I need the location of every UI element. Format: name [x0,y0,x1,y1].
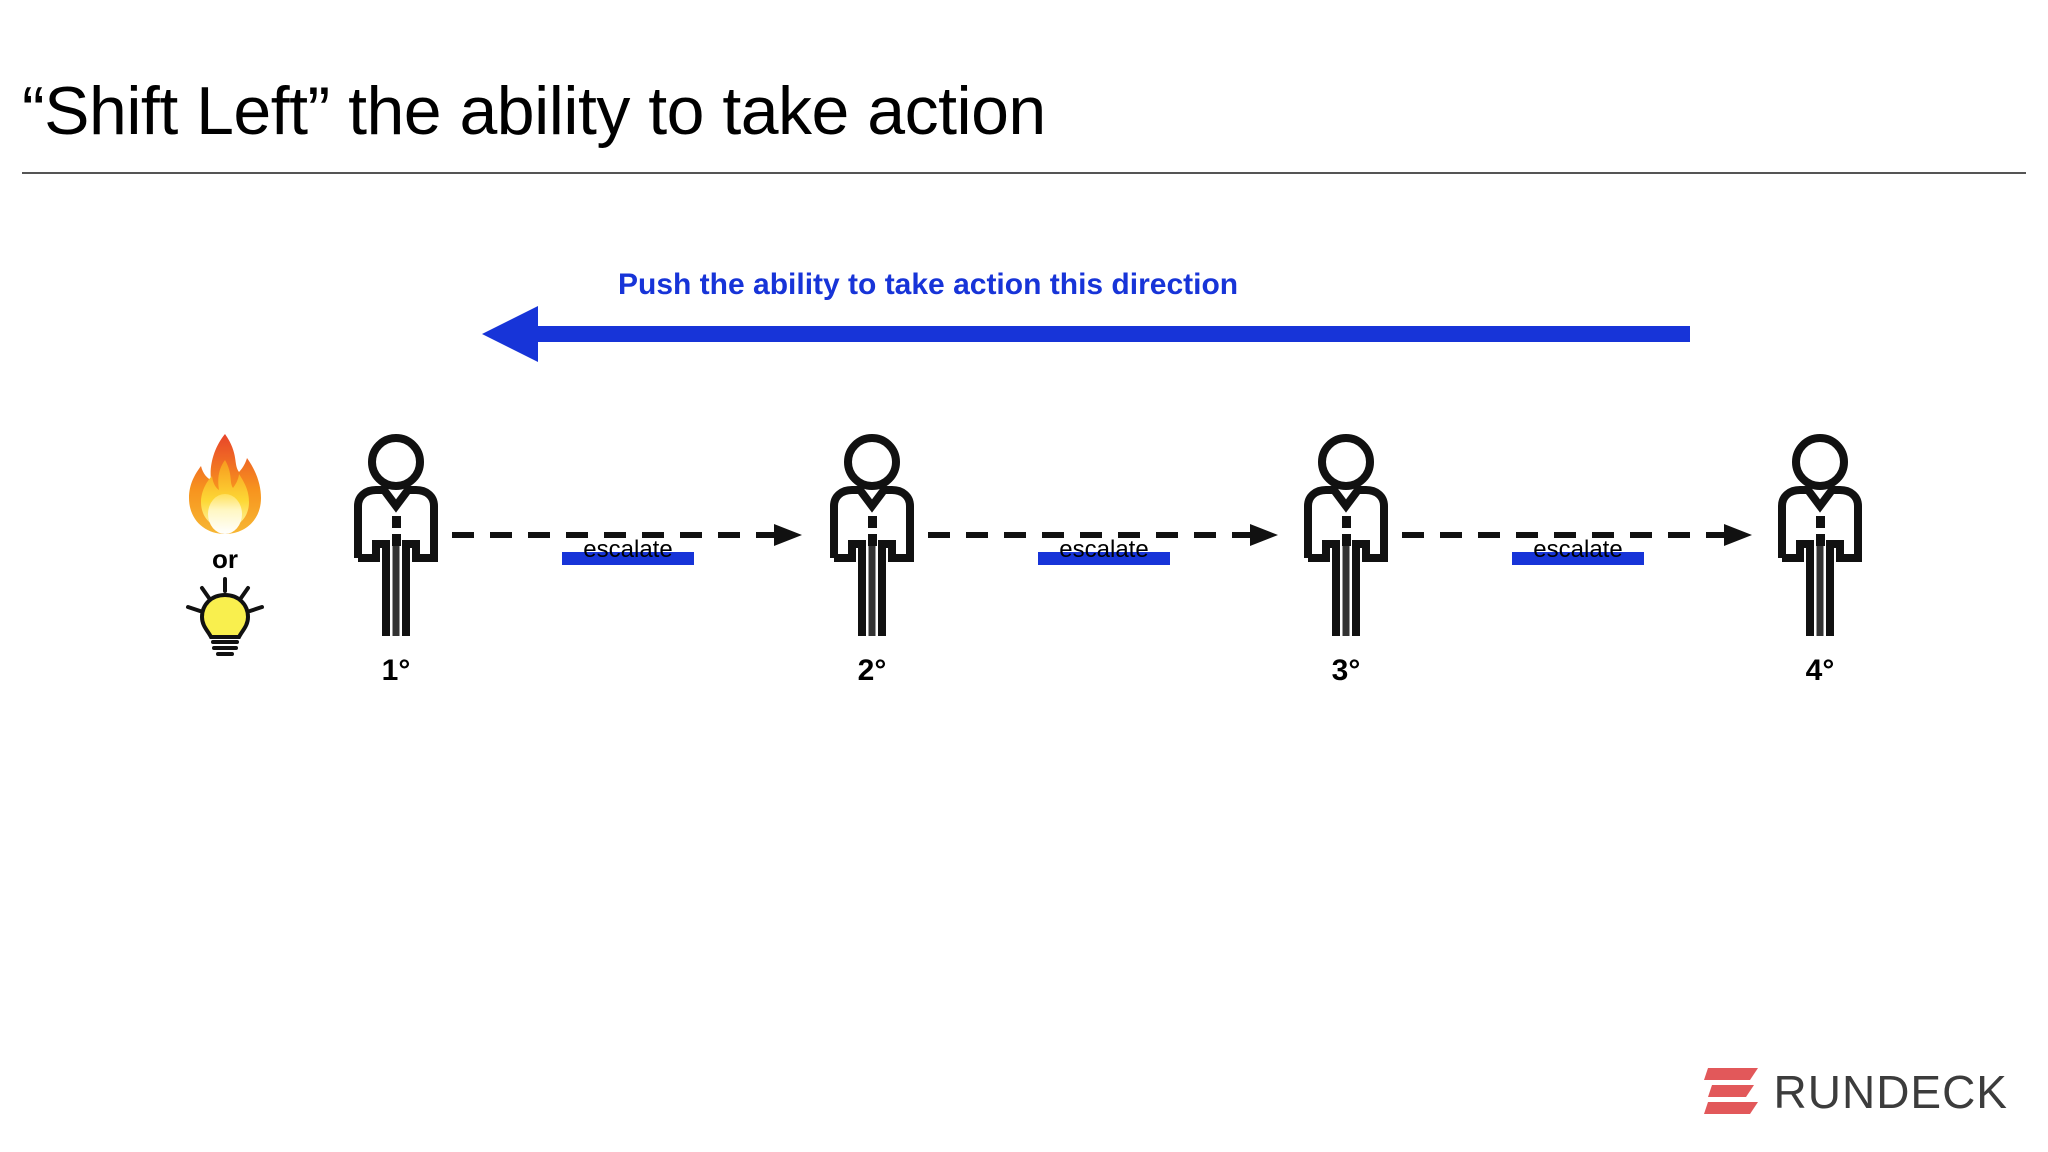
rundeck-mark-icon [1703,1068,1758,1114]
escalation-flow: or [0,420,2048,760]
degree-label: 4° [1805,654,1835,687]
arrow-head-icon [482,306,538,362]
person-icon [830,434,914,636]
rundeck-wordmark: RUNDECK [1773,1066,2008,1118]
degree-label: 1° [381,654,411,687]
degree-label: 2° [857,654,887,687]
person-node-4[interactable]: 4° [1760,434,1880,688]
fire-icon [189,434,261,534]
escalate-highlight [562,552,694,565]
person-node-3[interactable]: 3° [1286,434,1406,688]
connector-1: escalate [452,520,804,610]
title-divider [22,172,2026,174]
direction-label: Push the ability to take action this dir… [618,268,1239,301]
person-node-2[interactable]: 2° [812,434,932,688]
escalate-label: escalate [1059,536,1149,563]
person-node-1[interactable]: 1° [336,434,456,688]
person-icon [1778,434,1862,636]
escalate-chip-3: escalate [1512,536,1644,565]
connector-3: escalate [1402,520,1754,610]
connector-2: escalate [928,520,1280,610]
escalate-label: escalate [1533,536,1623,563]
person-icon [1304,434,1388,636]
arrow-shaft [530,326,1690,342]
lightbulb-icon [186,577,264,656]
escalate-highlight [1038,552,1170,565]
degree-label: 3° [1331,654,1361,687]
dashed-arrow-icon [1402,524,1752,546]
dashed-arrow-icon [452,524,802,546]
or-label: or [212,544,238,574]
dashed-arrow-icon [928,524,1278,546]
escalate-chip-1: escalate [562,536,694,565]
person-icon [354,434,438,636]
escalate-chip-2: escalate [1038,536,1170,565]
page-title: “Shift Left” the ability to take action [22,73,1046,149]
trigger-group: or [160,430,290,657]
escalate-highlight [1512,552,1644,565]
rundeck-logo: RUNDECK [1703,1064,2008,1120]
escalate-label: escalate [583,536,673,563]
direction-arrow [482,306,1690,362]
